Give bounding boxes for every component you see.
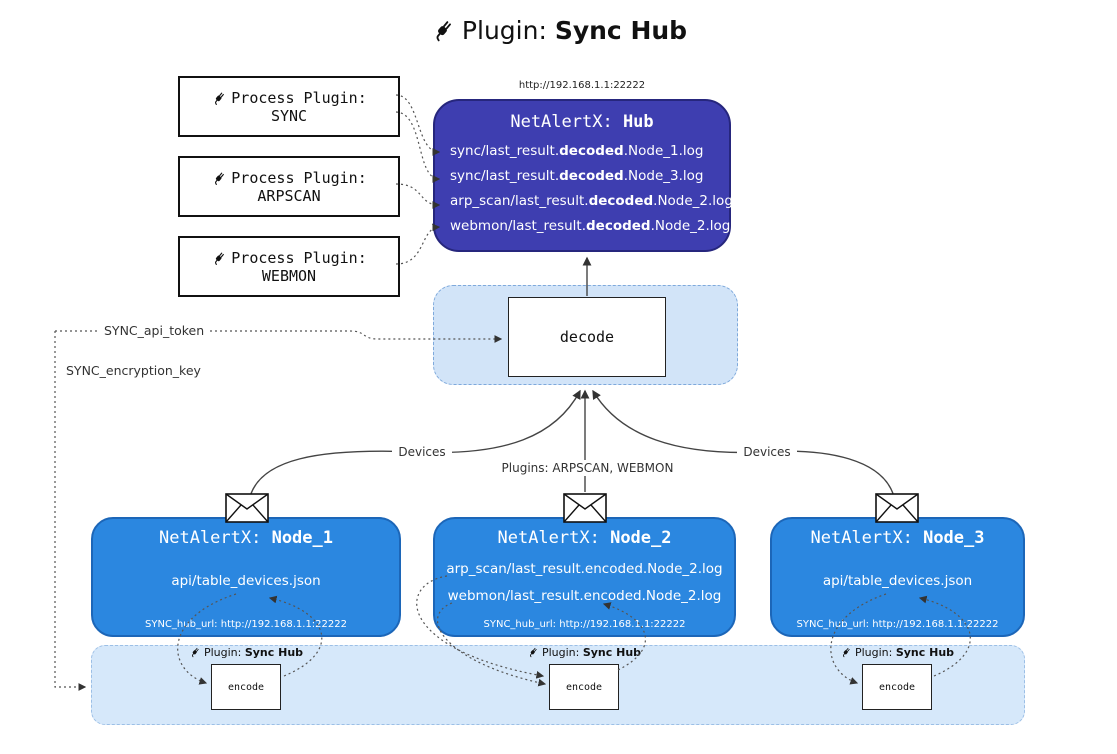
edge-label-plugins: Plugins: ARPSCAN, WEBMON — [498, 460, 677, 476]
node2-file: webmon/last_result.encoded.Node_2.log — [447, 588, 722, 604]
hub-file-line: arp_scan/last_result.decoded.Node_2.log — [450, 193, 733, 209]
node3-footer: SYNC_hub_url: http://192.168.1.1:22222 — [796, 619, 999, 630]
plug-icon — [215, 252, 225, 265]
page-title: Plugin: Sync Hub — [0, 16, 1117, 45]
hub-title: NetAlertX: Hub — [510, 112, 654, 132]
encoder3-plugin-label: Plugin: Sync Hub — [817, 646, 977, 659]
process-plugin-box-webmon: Process Plugin: WEBMON — [178, 236, 400, 297]
connector-encryption-key-to-encoders — [54, 331, 87, 691]
process-plugin-name: SYNC — [270, 106, 308, 125]
hub-file-line: sync/last_result.decoded.Node_3.log — [450, 168, 704, 184]
plug-icon — [215, 172, 225, 185]
envelope-icon — [875, 493, 919, 523]
title-prefix: Plugin: — [461, 16, 555, 45]
plug-icon — [191, 647, 199, 658]
encode1-box: encode — [211, 664, 281, 710]
encode2-box: encode — [549, 664, 619, 710]
process-plugin-label: Process Plugin: — [231, 248, 367, 267]
node2-footer: SYNC_hub_url: http://192.168.1.1:22222 — [483, 619, 686, 630]
node1-title: NetAlertX: Node_1 — [158, 528, 333, 548]
process-plugin-name: ARPSCAN — [257, 186, 321, 205]
node2-title: NetAlertX: Node_2 — [497, 528, 672, 548]
hub-file-line: webmon/last_result.decoded.Node_2.log — [450, 218, 731, 234]
process-plugin-name: WEBMON — [261, 266, 317, 285]
hub-box: NetAlertX: Hub sync/last_result.decoded.… — [433, 99, 733, 252]
sync-encryption-key-label: SYNC_encryption_key — [62, 362, 205, 379]
plug-icon — [529, 647, 537, 658]
encoder2-plugin-label: Plugin: Sync Hub — [504, 646, 664, 659]
title-bold: Sync Hub — [554, 16, 688, 45]
edge-label-devices-left: Devices — [392, 444, 452, 460]
encoder1-plugin-label: Plugin: Sync Hub — [166, 646, 326, 659]
process-plugin-box-sync: Process Plugin: SYNC — [178, 76, 400, 137]
plug-icon — [436, 21, 451, 42]
hub-url: http://192.168.1.1:22222 — [518, 80, 646, 91]
edge-label-devices-right: Devices — [737, 444, 797, 460]
plug-icon — [842, 647, 850, 658]
connector-webmon-to-hub — [395, 223, 441, 265]
node2-file: arp_scan/last_result.encoded.Node_2.log — [446, 561, 723, 577]
node1-footer: SYNC_hub_url: http://192.168.1.1:22222 — [145, 619, 347, 630]
encode3-box: encode — [862, 664, 932, 710]
process-plugin-box-arpscan: Process Plugin: ARPSCAN — [178, 156, 400, 217]
node1-file: api/table_devices.json — [171, 573, 321, 589]
node3-title: NetAlertX: Node_3 — [810, 528, 985, 548]
node1-box: NetAlertX: Node_1 api/table_devices.json… — [91, 517, 401, 637]
envelope-icon — [225, 493, 269, 523]
node2-box: NetAlertX: Node_2 arp_scan/last_result.e… — [433, 517, 736, 637]
process-plugin-label: Process Plugin: — [231, 88, 367, 107]
node3-box: NetAlertX: Node_3 api/table_devices.json… — [770, 517, 1025, 637]
sync-api-token-label: SYNC_api_token — [100, 322, 209, 339]
process-plugin-label: Process Plugin: — [231, 168, 367, 187]
plug-icon — [215, 92, 225, 105]
envelope-icon — [563, 493, 607, 523]
node3-file: api/table_devices.json — [822, 573, 973, 589]
hub-file-line: sync/last_result.decoded.Node_1.log — [450, 143, 704, 159]
decode-box: decode — [508, 297, 666, 377]
